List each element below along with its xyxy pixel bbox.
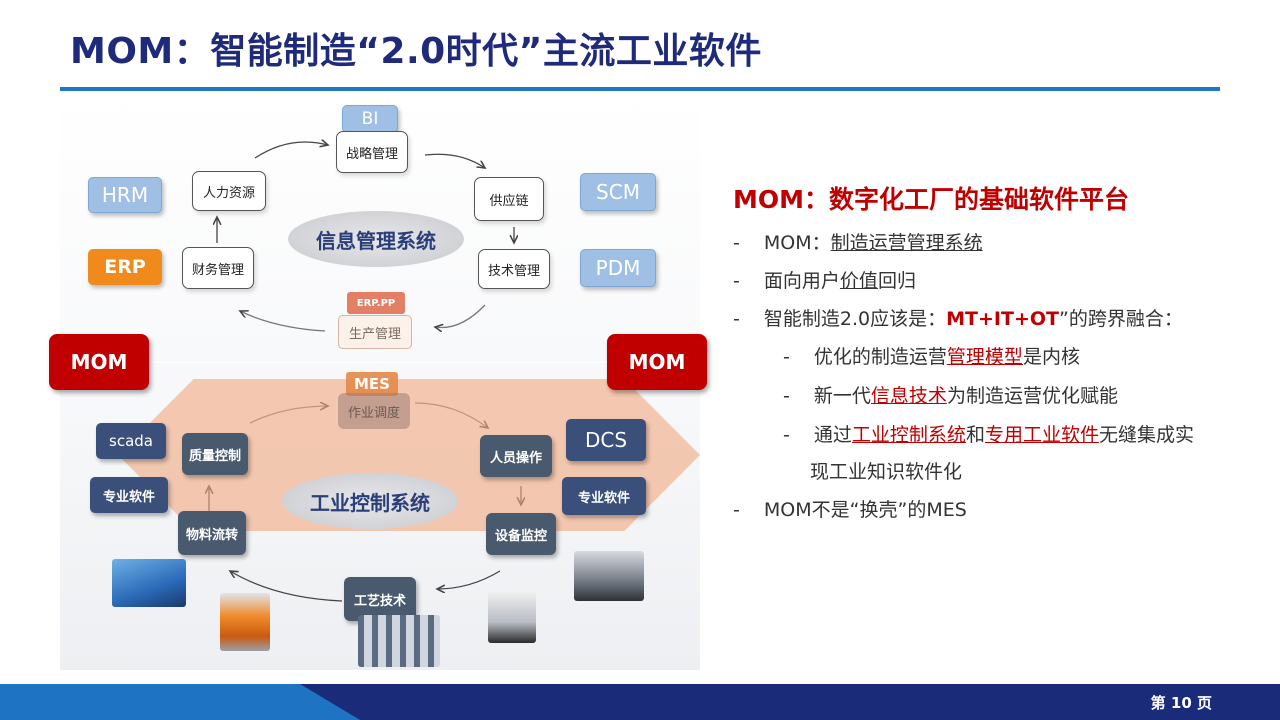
erp-pp-box: ERP.PP (347, 292, 405, 314)
bullet-dash: - (733, 232, 740, 254)
cmm-machine-image (488, 591, 536, 643)
production-box: 生产管理 (338, 315, 412, 349)
bullet-item-2: - 面向用户价值回归 (733, 266, 916, 293)
arrow-device-process (437, 570, 501, 589)
cnc-machine-image (574, 551, 644, 601)
pro-software-left-box: 专业软件 (90, 477, 168, 513)
erp-box: ERP (88, 249, 162, 285)
slide-title: MOM：智能制造“2.0时代”主流工业软件 (70, 31, 762, 72)
finance-box: 财务管理 (182, 247, 254, 289)
sub3-suffix: 无缝集成实 (1098, 424, 1194, 446)
mom-diagram: BI 战略管理 人力资源 供应链 财务管理 技术管理 HRM ERP SCM P… (60, 93, 700, 670)
info-system-ellipse: 信息管理系统 (288, 211, 464, 267)
sub3-underlined-2: 专用工业软件 (984, 424, 1099, 446)
item2-prefix: 面向用户 (763, 270, 840, 292)
mom-left-box: MOM (49, 334, 149, 390)
bi-box: BI (342, 105, 398, 133)
bullet-dash: - (733, 499, 740, 521)
sub1-prefix: 优化的制造运营 (813, 346, 947, 368)
sub3-underlined-1: 工业控制系统 (851, 424, 966, 446)
item3-prefix: 智能制造2.0应该是： (763, 308, 947, 330)
sub1-suffix: 是内核 (1022, 346, 1080, 368)
item1-underlined: 制造运营管理系统 (830, 232, 983, 254)
bullet-item-4: - MOM不是“换壳”的MES (733, 495, 967, 522)
sub-item-2: - 新一代信息技术为制造运营优化赋能 (783, 381, 1118, 408)
sub1-underlined: 管理模型 (946, 346, 1023, 368)
quality-box: 质量控制 (182, 433, 248, 475)
item1-prefix: MOM： (763, 232, 831, 254)
item2-underlined: 价值 (839, 270, 878, 292)
bullet-item-3: - 智能制造2.0应该是：MT+IT+OT”的跨界融合： (733, 304, 1183, 331)
pdm-box: PDM (580, 249, 656, 287)
dcs-box: DCS (566, 419, 646, 461)
item2-suffix: 回归 (877, 270, 916, 292)
device-monitor-box: 设备监控 (486, 513, 556, 555)
arrow-process-material (230, 571, 343, 602)
sub3-prefix: 通过 (813, 424, 852, 446)
sub2-underlined: 信息技术 (870, 385, 947, 407)
sub-item-3-continuation: 现工业知识软件化 (810, 461, 963, 483)
sub2-suffix: 为制造运营优化赋能 (946, 385, 1118, 407)
material-box: 物料流转 (178, 511, 246, 555)
scheduling-box: 作业调度 (338, 393, 410, 429)
bullet-dash: - (733, 308, 740, 330)
arrow-production-finance (240, 311, 326, 332)
strategy-box: 战略管理 (336, 131, 408, 173)
hr-box: 人力资源 (192, 171, 266, 211)
process-tech-box: 工艺技术 (344, 577, 416, 621)
bullet-dash: - (783, 385, 790, 407)
scada-box: scada (96, 423, 166, 459)
arrow-strategy-supply (424, 153, 485, 168)
bullet-item-1: - MOM：制造运营管理系统 (733, 228, 983, 255)
arrow-tech-production (435, 304, 486, 328)
page-number: 第 10 页 (1150, 694, 1212, 712)
personnel-box: 人员操作 (480, 435, 552, 477)
sub3-mid: 和 (965, 424, 985, 446)
mom-right-box: MOM (607, 334, 707, 390)
sub-item-3: - 通过工业控制系统和专用工业软件无缝集成实 (783, 420, 1194, 447)
sub2-prefix: 新一代 (813, 385, 871, 407)
arrow-hr-strategy (254, 142, 328, 159)
bullet-dash: - (783, 424, 790, 446)
title-divider (60, 87, 1220, 91)
mes-box: MES (346, 372, 398, 396)
robot-arm-image (220, 593, 270, 651)
warehouse-rack-image (358, 615, 440, 667)
agv-robot-image (112, 559, 186, 607)
item4-text: MOM不是“换壳”的MES (763, 499, 967, 521)
item3-suffix: ”的跨界融合： (1058, 308, 1183, 330)
scm-box: SCM (580, 173, 656, 211)
sub-item-1: - 优化的制造运营管理模型是内核 (783, 342, 1080, 369)
supply-chain-box: 供应链 (474, 177, 544, 221)
mom-connector-line (130, 362, 640, 363)
bullet-dash: - (733, 270, 740, 292)
hrm-box: HRM (88, 177, 162, 213)
tech-mgmt-box: 技术管理 (478, 249, 550, 289)
item3-bold: MT+IT+OT (946, 308, 1059, 330)
pro-software-right-box: 专业软件 (562, 477, 646, 515)
industrial-control-ellipse: 工业控制系统 (282, 473, 458, 529)
panel-heading: MOM：数字化工厂的基础软件平台 (733, 185, 1130, 214)
footer-accent (0, 684, 360, 720)
bullet-dash: - (783, 346, 790, 368)
